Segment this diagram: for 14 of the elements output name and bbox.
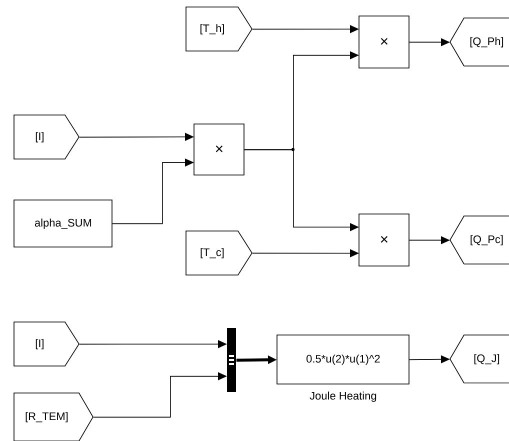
from-tag-block: [R_TEM] — [14, 392, 94, 441]
block-caption: Joule Heating — [310, 392, 376, 402]
function-block: 0.5*u(2)*u(1)^2 — [276, 334, 410, 384]
product-block: × — [358, 16, 410, 68]
from-tag-block: [T_c] — [186, 230, 252, 276]
from-tag-block: [I] — [14, 114, 80, 160]
from-tag-block: [I] — [14, 322, 80, 366]
goto-tag-block: [Q_Ph] — [450, 18, 509, 66]
function-block: alpha_SUM — [14, 200, 112, 248]
product-block: × — [358, 214, 410, 266]
goto-tag-block: [Q_J] — [450, 334, 509, 384]
goto-tag-block: [Q_Pc] — [450, 216, 509, 264]
product-block: × — [194, 124, 244, 176]
from-tag-block: [T_h] — [186, 6, 252, 52]
